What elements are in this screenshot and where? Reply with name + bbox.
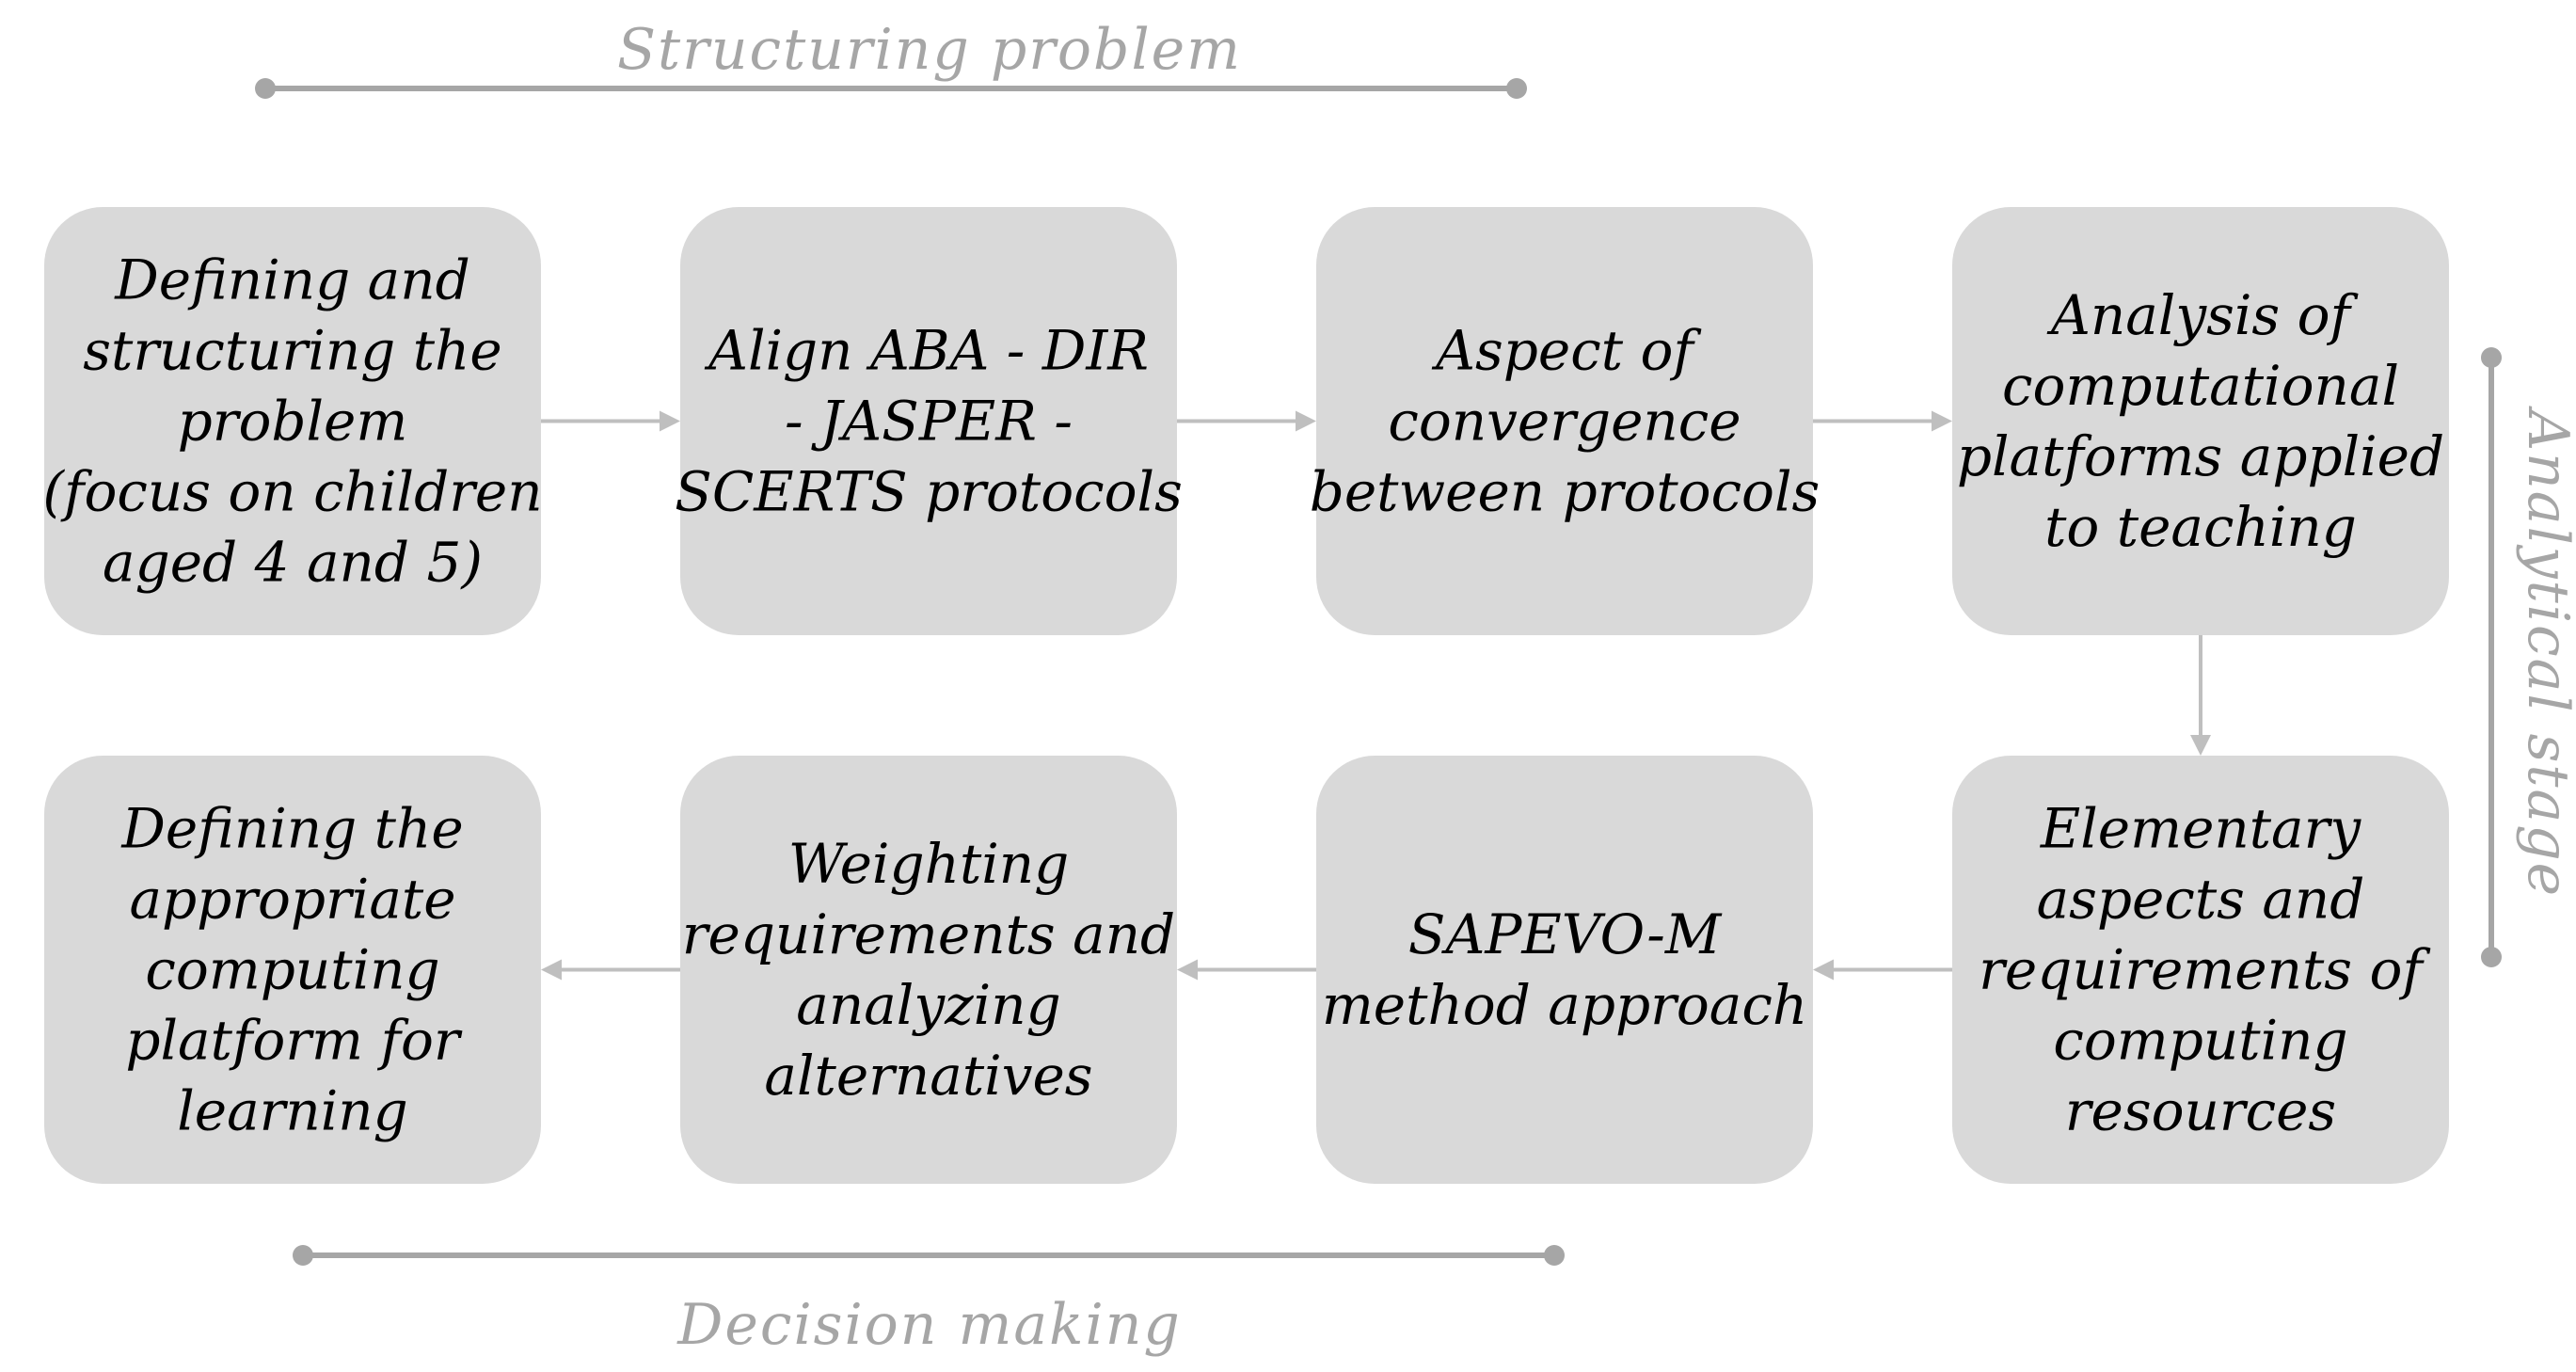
arrow-head	[1296, 410, 1316, 432]
arrow-head	[1932, 410, 1952, 432]
flow-arrows	[541, 410, 2211, 981]
bracket-decision-making	[293, 1245, 1565, 1266]
box-text-line: appropriate	[129, 868, 455, 932]
arrow-step-7-to-step-8	[541, 959, 680, 981]
box-text-line: (focus on children	[42, 460, 542, 524]
box-background	[1316, 756, 1813, 1184]
box-background	[44, 756, 541, 1184]
arrow-head	[541, 959, 562, 981]
box-background	[1952, 756, 2449, 1184]
arrow-step-1-to-step-2	[541, 410, 680, 432]
bracket-dot	[1544, 1245, 1565, 1266]
box-background	[680, 207, 1177, 635]
box-text-line: to teaching	[2044, 495, 2357, 559]
process-boxes: Defining and structuring the problem(focus…	[42, 207, 2449, 1184]
box-background	[1952, 207, 2449, 635]
process-box-step-2: Align ABA - DIR - JASPER -SCERTS protocol…	[675, 207, 1183, 635]
box-text-line: Analysis of	[2046, 283, 2360, 347]
arrow-head	[1813, 959, 1834, 981]
box-text-line: - JASPER -	[785, 390, 1073, 454]
stage-brackets	[255, 78, 2502, 1266]
box-text-line: Defining and	[114, 248, 469, 312]
box-text-line: problem	[178, 390, 408, 454]
box-text-line: between protocols	[1310, 460, 1821, 524]
box-text-line: requirements and	[682, 902, 1175, 966]
box-text-line: platforms applied	[1957, 424, 2444, 488]
box-text-line: Align ABA - DIR	[704, 319, 1149, 383]
arrow-step-6-to-step-7	[1177, 959, 1316, 981]
box-background	[680, 756, 1177, 1184]
arrow-head	[2190, 735, 2211, 756]
box-text-line: alternatives	[764, 1044, 1092, 1108]
process-box-step-1: Defining and structuring the problem(focus…	[42, 207, 543, 635]
box-text-line: convergence	[1388, 390, 1741, 454]
bracket-dot	[1506, 78, 1527, 99]
bracket-dot	[293, 1245, 313, 1266]
stage-label-decision-making: Decision making	[676, 1292, 1182, 1358]
box-background	[44, 207, 541, 635]
box-text-line: Aspect of	[1431, 319, 1702, 383]
bracket-analytical-stage	[2481, 347, 2502, 967]
box-text-line: computing	[2053, 1009, 2347, 1073]
box-text-line: resources	[2065, 1079, 2336, 1143]
box-text-line: platform for	[125, 1009, 462, 1073]
box-text-line: aspects and	[2037, 868, 2365, 932]
arrow-head	[660, 410, 680, 432]
stage-labels: Structuring problem Decision making Anal…	[617, 17, 2576, 1358]
arrow-step-2-to-step-3	[1177, 410, 1316, 432]
arrow-step-5-to-step-6	[1813, 959, 1952, 981]
box-text-line: analyzing	[796, 973, 1060, 1037]
process-box-step-6: SAPEVO-M method approach	[1316, 756, 1813, 1184]
stage-label-structuring-problem: Structuring problem	[617, 17, 1242, 83]
bracket-structuring-problem	[255, 78, 1527, 99]
box-text-line: requirements of	[1979, 938, 2431, 1002]
box-text-line: computational	[2002, 354, 2399, 418]
box-text-line: Elementary	[2040, 797, 2362, 861]
bracket-dot	[255, 78, 276, 99]
box-text-line: computing	[145, 938, 439, 1002]
bracket-dot	[2481, 347, 2502, 368]
box-text-line: SCERTS protocols	[675, 460, 1183, 524]
box-text-line: aged 4 and 5)	[103, 531, 483, 595]
box-text-line: learning	[177, 1079, 408, 1143]
arrow-step-4-to-step-5	[2190, 635, 2211, 756]
arrow-step-3-to-step-4	[1813, 410, 1952, 432]
stage-label-analytical-stage: Analytical stage	[2515, 406, 2576, 898]
box-text-line: Weighting	[788, 832, 1070, 896]
box-text-line: structuring the	[83, 319, 501, 383]
box-background	[1316, 207, 1813, 635]
box-text-line: method approach	[1322, 973, 1807, 1037]
arrow-head	[1177, 959, 1198, 981]
box-text-line: SAPEVO-M	[1408, 902, 1723, 966]
bracket-dot	[2481, 947, 2502, 967]
box-text-line: Defining the	[120, 797, 463, 861]
